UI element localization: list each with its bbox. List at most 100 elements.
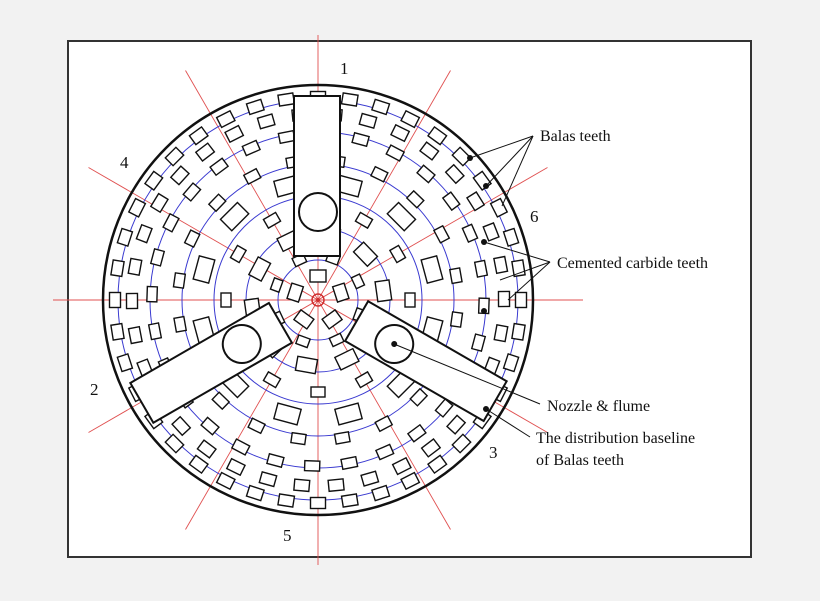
cutter-tooth [493,255,509,275]
cutter-tooth [303,459,321,472]
cutter-tooth [441,191,461,212]
cutter-tooth [405,189,425,209]
cutter-tooth [514,291,528,309]
cutter-tooth [350,273,366,290]
callout-cemented-carbide-teeth: Cemented carbide teeth [557,255,708,272]
cutter-tooth [370,98,391,116]
cutter-tooth [277,92,296,107]
cutter-tooth [247,255,272,283]
cutter-tooth [230,438,251,456]
callout-baseline-line1: The distribution baseline [536,430,695,447]
cutter-tooth [245,484,266,502]
cutter-tooth [277,493,296,508]
cutter-tooth [245,98,266,116]
callout-balas-teeth: Balas teeth [540,128,611,145]
cutter-tooth [219,201,250,232]
cutter-tooth [147,322,163,341]
cutter-tooth [225,457,246,477]
cutter-tooth [200,416,220,436]
cutter-tooth [420,437,442,458]
cutter-tooth [262,370,282,389]
cutter-tooth [352,241,379,268]
cutter-tooth [164,146,185,167]
leader-lines [393,135,551,438]
cutter-tooth [290,431,307,446]
cutter-tooth [110,322,125,341]
cutter-tooth [183,229,201,249]
cutter-tooth [258,471,278,488]
cutter-tooth [448,267,463,285]
cutter-tooth [241,139,261,157]
cutter-tooth [116,227,134,248]
cutter-tooth [390,123,411,143]
cutter-tooth [127,197,147,218]
cutter-tooth [162,212,180,233]
cutter-tooth [473,259,489,278]
nozzle-2 [221,324,262,364]
cutter-tooth [465,191,486,212]
cutter-tooth [493,324,509,343]
cutter-tooth [135,223,153,244]
cutter-tooth [400,471,421,491]
cutter-tooth [374,414,394,433]
cutter-tooth [351,131,370,148]
cutter-tooth [409,387,429,407]
cutter-tooth [327,478,345,493]
cutter-tooth [340,493,359,508]
cutter-tooth [266,452,285,469]
cutter-tooth [182,182,202,202]
cutter-tooth [446,414,467,435]
cutter-tooth [497,290,511,308]
cutter-tooth [340,92,359,107]
cutter-tooth [171,415,192,437]
cutter-tooth [419,141,440,161]
cutter-tooth [188,125,209,146]
cutter-tooth [164,433,185,454]
label-blade-3: 3 [489,443,498,462]
cutter-tooth [209,157,230,177]
cutter-tooth [269,276,284,294]
cutter-tooth [358,112,378,129]
cutter-tooth [294,355,319,375]
cutter-tooth [293,478,311,493]
cutter-tooth [116,352,134,373]
cutter-tooth [340,455,359,471]
bit-center [311,293,325,307]
cutter-tooth [215,471,236,491]
cutter-tooth [149,248,166,267]
cutter-tooth [127,325,143,345]
label-blade-4: 4 [120,153,129,172]
cutter-tooth [374,279,393,303]
cutter-teeth [108,90,528,510]
callout-nozzle-flume: Nozzle & flume [547,398,650,415]
cutter-tooth [173,315,188,333]
cutter-tooth [400,109,421,129]
cutter-tooth [391,456,412,476]
cutter-tooth [511,259,526,278]
cutter-tooth [328,332,345,348]
cutter-tooth [489,197,509,218]
cutter-tooth [404,292,416,308]
cutter-tooth [262,211,282,230]
cutter-tooth [416,164,436,184]
cutter-tooth [127,257,143,276]
distribution-ring [277,259,359,341]
cutter-tooth [370,484,391,502]
label-blade-5: 5 [283,526,292,545]
cutter-tooth [192,254,216,285]
blade-1 [293,95,341,257]
cutter-tooth [470,333,487,352]
cutter-tooth [502,227,520,248]
cutter-tooth [256,113,276,130]
cutter-tooth [277,129,296,145]
cutter-tooth [502,352,520,373]
cutter-tooth [108,291,122,309]
label-blade-1: 1 [340,59,349,78]
cutter-tooth [432,224,451,244]
cutter-tooth [247,417,267,435]
cutter-tooth [242,167,262,186]
cutter-tooth [321,308,344,330]
blade-3 [343,299,509,423]
cutter-tooth [309,269,327,283]
cutter-tooth [224,124,245,144]
